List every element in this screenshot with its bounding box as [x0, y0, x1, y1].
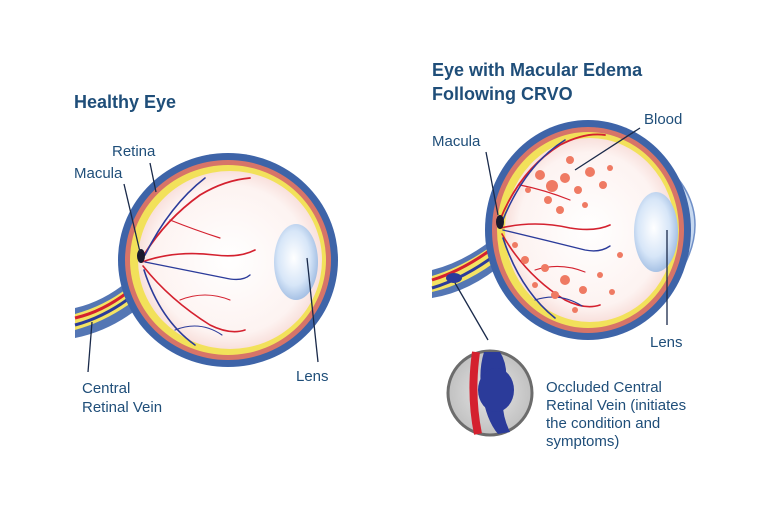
vein-label-line1: Central [82, 380, 130, 397]
macula-spot-crvo [496, 215, 504, 229]
occlusion-bulge [446, 273, 462, 283]
crvo-eye: Eye with Macular Edema Following CRVO [432, 60, 695, 450]
vein-label-line2: Retinal Vein [82, 399, 162, 416]
crvo-title-line2: Following CRVO [432, 84, 573, 104]
lens-label-crvo: Lens [650, 334, 683, 351]
macula-label-crvo: Macula [432, 133, 481, 150]
inset-caption: Occluded Central Retinal Vein (initiates… [546, 379, 686, 450]
blood-label: Blood [644, 111, 682, 128]
inset-caption-line3: the condition and [546, 415, 660, 432]
lens-crvo [634, 192, 678, 272]
macula-spot [137, 249, 145, 263]
inset-caption-line1: Occluded Central [546, 379, 662, 396]
lens [274, 224, 318, 300]
retina-label: Retina [112, 143, 156, 160]
inset-caption-line2: Retinal Vein (initiates [546, 397, 686, 414]
macula-label: Macula [74, 165, 123, 182]
healthy-eye: Healthy Eye [74, 92, 338, 416]
healthy-eye-title: Healthy Eye [74, 92, 176, 112]
crvo-title-line1: Eye with Macular Edema [432, 60, 643, 80]
occluded-vein-inset [448, 351, 532, 435]
lens-label: Lens [296, 368, 329, 385]
inset-caption-line4: symptoms) [546, 433, 619, 450]
